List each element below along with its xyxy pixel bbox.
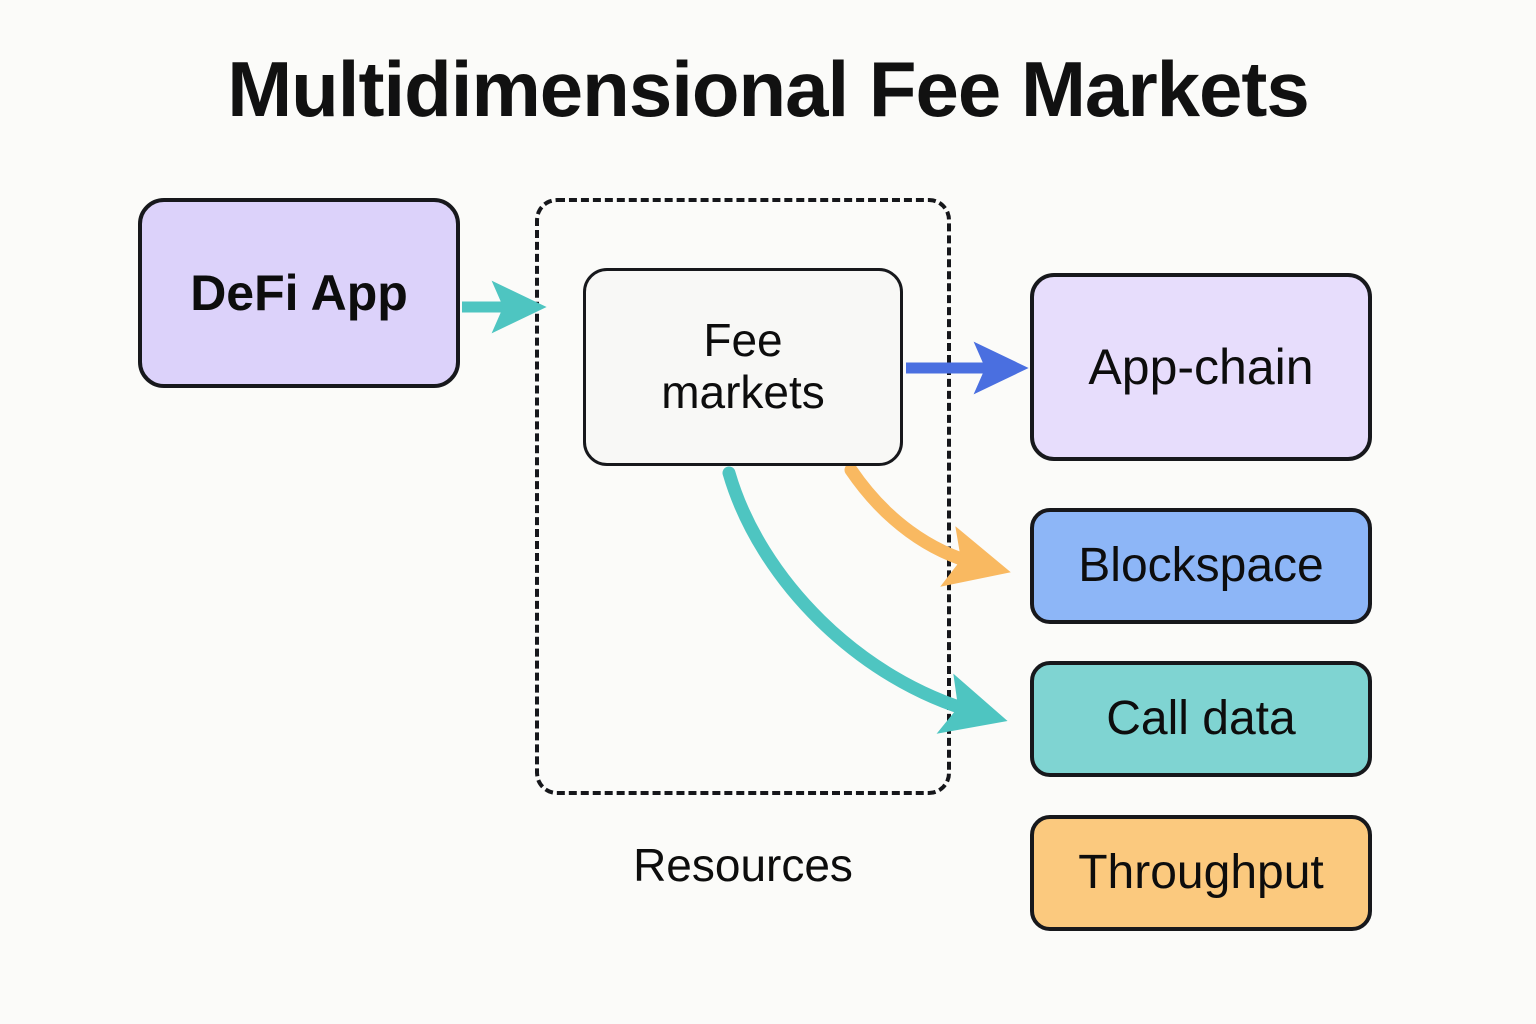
page-title: Multidimensional Fee Markets [227, 45, 1310, 133]
node-call-data[interactable]: Call data [1030, 661, 1372, 777]
node-blockspace[interactable]: Blockspace [1030, 508, 1372, 624]
node-fee-markets-label-line2: markets [661, 366, 825, 418]
node-throughput[interactable]: Throughput [1030, 815, 1372, 931]
node-app-chain-label: App-chain [1088, 339, 1314, 395]
node-defi-app[interactable]: DeFi App [138, 198, 460, 388]
node-fee-markets[interactable]: Fee markets [583, 268, 903, 466]
node-fee-markets-label: Fee markets [661, 315, 825, 418]
node-throughput-label: Throughput [1078, 846, 1324, 900]
node-app-chain[interactable]: App-chain [1030, 273, 1372, 461]
arrow-fee-markets-to-call-data [722, 466, 1008, 734]
node-defi-app-label: DeFi App [190, 265, 408, 321]
node-call-data-label: Call data [1106, 692, 1296, 746]
resources-group-label: Resources [633, 839, 853, 891]
node-fee-markets-label-line1: Fee [703, 314, 783, 367]
arrow-fee-markets-to-blockspace [844, 463, 1011, 587]
node-blockspace-label: Blockspace [1078, 539, 1324, 593]
